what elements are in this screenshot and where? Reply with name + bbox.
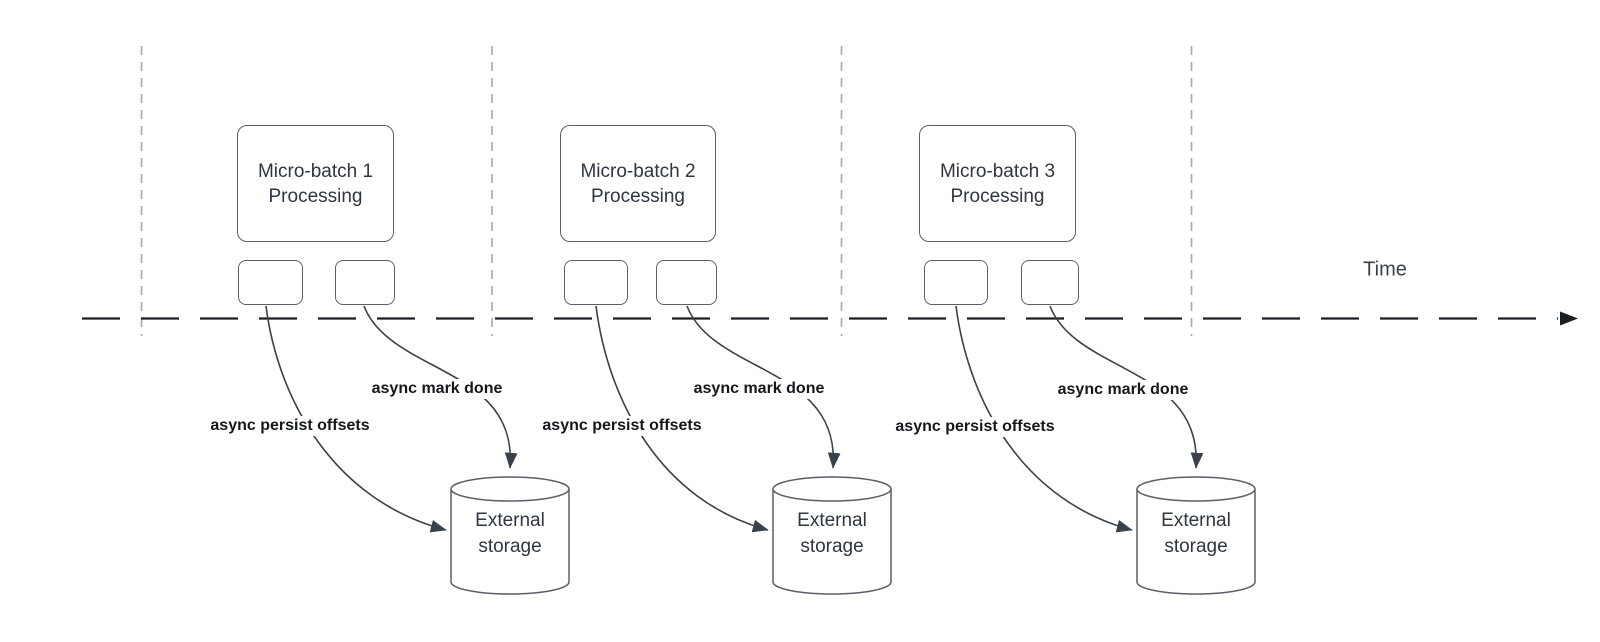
time-axis-arrowhead-icon [1560,311,1578,326]
micro-batch-title-line1: Micro-batch 2 [580,160,696,182]
persist-offsets-task-box [564,260,628,305]
mark-done-task-box [656,260,717,305]
external-storage-label-line2: storage [800,536,864,557]
persist-offsets-label: async persist offsets [891,417,1059,437]
persist-offsets-arrow [595,305,769,533]
mark-done-label: async mark done [367,379,507,399]
micro-batch-title-line1: Micro-batch 3 [939,160,1056,182]
external-storage-cylinder-icon [772,476,892,595]
persist-offsets-label: async persist offsets [206,416,374,436]
micro-batch-processing-box: Micro-batch 3 Processing [919,125,1076,242]
mark-done-arrow [1049,305,1204,469]
external-storage-label-line2: storage [1164,536,1228,557]
external-storage-label: External storage [451,508,569,560]
persist-offsets-arrow [955,305,1133,533]
mark-done-label: async mark done [689,379,829,399]
micro-batch-title-line1: Micro-batch 1 [257,160,374,182]
external-storage-label-line2: storage [478,536,542,557]
micro-batch-processing-box: Micro-batch 2 Processing [560,125,716,242]
mark-done-label: async mark done [1053,380,1193,400]
persist-offsets-task-box [238,260,303,305]
mark-done-arrow [686,305,841,469]
persist-offsets-task-box [924,260,988,305]
external-storage-label: External storage [1137,508,1255,560]
persist-offsets-arrow [265,305,447,533]
micro-batch-title-line2: Processing [268,185,363,207]
micro-batch-title-line2: Processing [591,185,685,207]
external-storage-cylinder-icon [1136,476,1256,595]
time-axis-label: Time [1363,258,1407,281]
mark-done-arrow [363,305,518,469]
micro-batch-title-line2: Processing [950,185,1045,207]
micro-batch-processing-box: Micro-batch 1 Processing [237,125,394,242]
external-storage-label-line1: External [797,510,867,531]
external-storage-cylinder-icon [450,476,570,595]
external-storage-label: External storage [773,508,891,560]
persist-offsets-label: async persist offsets [538,416,706,436]
mark-done-task-box [335,260,395,305]
external-storage-label-line1: External [475,510,545,531]
external-storage-label-line1: External [1161,510,1231,531]
mark-done-task-box [1021,260,1079,305]
